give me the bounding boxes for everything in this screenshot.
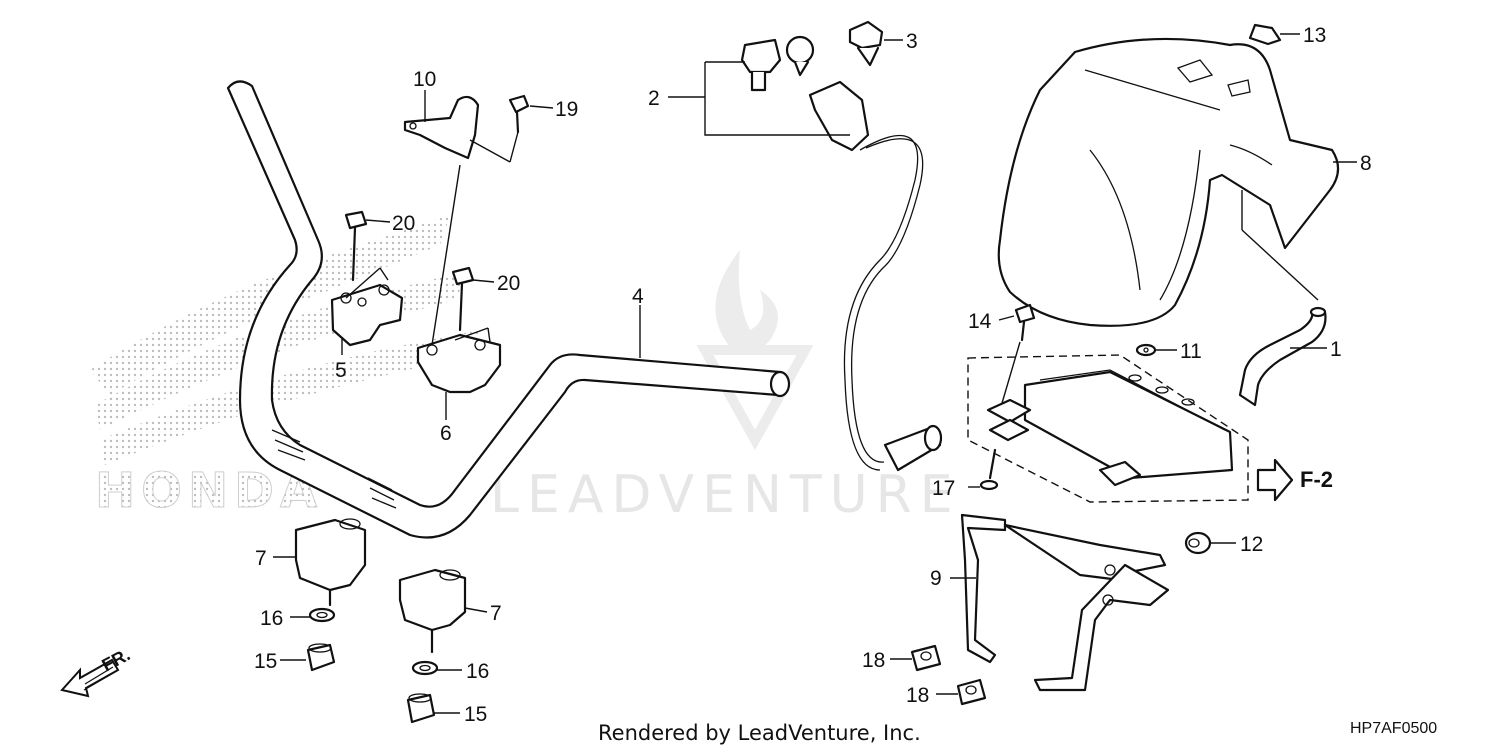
callout-9[interactable]: 9	[930, 567, 942, 590]
callout-1[interactable]: 1	[1330, 338, 1342, 361]
watermark-text: LEADVENTURE	[490, 465, 961, 525]
bolt-20-b[interactable]	[451, 266, 475, 332]
ignition-switch-2[interactable]	[704, 35, 943, 472]
callout-20b[interactable]: 20	[497, 272, 520, 295]
callout-15a[interactable]: 15	[254, 650, 277, 673]
ref-arrow[interactable]: F-2	[1256, 458, 1333, 502]
upper-holder-5[interactable]	[330, 267, 404, 347]
callout-4[interactable]: 4	[632, 285, 644, 308]
callout-19[interactable]: 19	[555, 98, 578, 121]
callout-18b[interactable]: 18	[906, 684, 929, 707]
callout-15b[interactable]: 15	[464, 703, 487, 726]
footer-credit: Rendered by LeadVenture, Inc.	[598, 721, 921, 745]
callouts: 1 2 3 4 5 6 7 7 8 9 10 11 12 13 14 15 15…	[254, 24, 1372, 726]
callout-5[interactable]: 5	[335, 359, 347, 382]
lower-holder-7-a[interactable]	[294, 518, 367, 607]
callout-11[interactable]: 11	[1180, 340, 1202, 363]
callout-3[interactable]: 3	[906, 30, 918, 53]
brand-text: HONDA	[95, 463, 323, 519]
leader-lines	[273, 33, 1357, 714]
lower-holder-7-b[interactable]	[398, 568, 467, 654]
bolt-14[interactable]	[999, 303, 1036, 411]
screw-17[interactable]	[979, 448, 999, 491]
upper-holder-6[interactable]	[416, 327, 502, 394]
callout-8[interactable]: 8	[1360, 152, 1372, 175]
nut-18-b[interactable]	[956, 678, 987, 706]
washer-16-a[interactable]	[308, 607, 336, 623]
bolt-19[interactable]	[469, 94, 530, 163]
nut-18-a[interactable]	[910, 644, 942, 672]
hose-1[interactable]	[1238, 306, 1327, 407]
clip-13[interactable]	[1248, 23, 1282, 46]
callout-20a[interactable]: 20	[392, 212, 415, 235]
ref-label: F-2	[1300, 467, 1333, 492]
ecu-unit[interactable]	[967, 354, 1249, 503]
front-cover-8[interactable]	[997, 37, 1340, 327]
callout-6[interactable]: 6	[440, 422, 452, 445]
callout-16b[interactable]: 16	[466, 660, 489, 683]
nut-15-a[interactable]	[306, 643, 336, 672]
clip-3[interactable]	[848, 20, 884, 67]
callout-14[interactable]: 14	[968, 310, 992, 333]
callout-2[interactable]: 2	[648, 87, 660, 110]
nut-15-b[interactable]	[406, 693, 436, 724]
front-direction-arrow: FR.	[60, 644, 133, 698]
bolt-20-a[interactable]	[344, 210, 368, 282]
callout-12[interactable]: 12	[1240, 533, 1263, 556]
nut-11[interactable]	[1135, 343, 1157, 357]
callout-18a[interactable]: 18	[862, 649, 885, 672]
callout-7b[interactable]: 7	[490, 602, 502, 625]
diagram-code: HP7AF0500	[1350, 720, 1437, 737]
bracket-10[interactable]	[403, 95, 480, 346]
callout-16a[interactable]: 16	[260, 607, 283, 630]
grommet-12[interactable]	[1184, 531, 1212, 555]
stay-bracket-9[interactable]	[960, 513, 1170, 692]
callout-7a[interactable]: 7	[255, 547, 267, 570]
callout-17[interactable]: 17	[932, 477, 955, 500]
washer-16-b[interactable]	[411, 660, 439, 676]
callout-10[interactable]: 10	[413, 68, 436, 91]
leadventure-watermark: LEADVENTURE	[490, 250, 961, 525]
handlebar-part[interactable]	[226, 80, 791, 539]
callout-13[interactable]: 13	[1303, 24, 1326, 47]
